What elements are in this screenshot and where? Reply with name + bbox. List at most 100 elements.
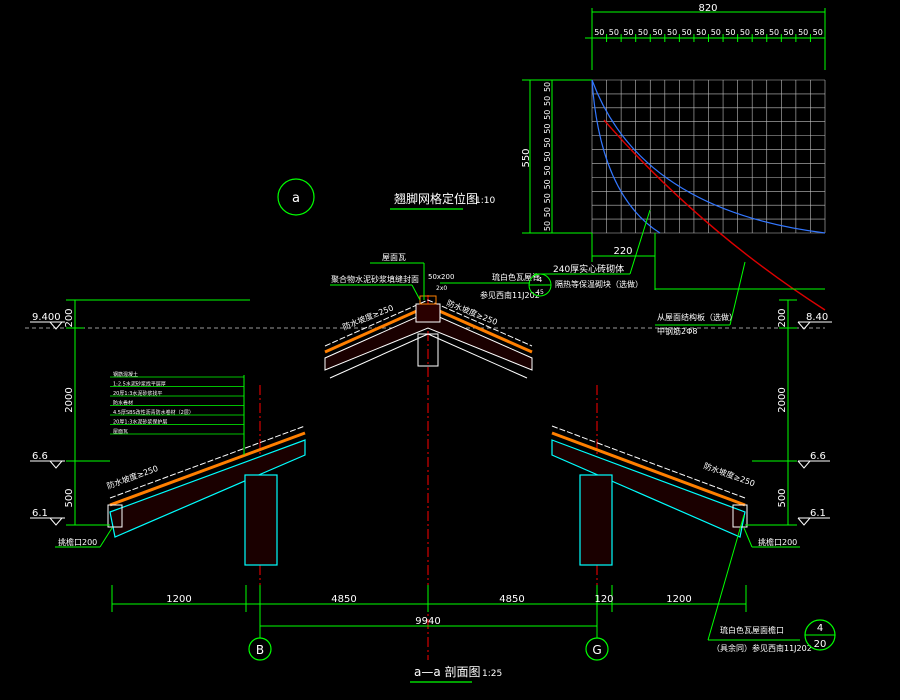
left-vdim-label-3: 500 <box>64 488 75 507</box>
hdim-label-1: 1200 <box>166 594 191 605</box>
left-elevations: 9.400 6.6 6.1 <box>30 312 65 526</box>
grid-col-label: 50 <box>784 28 794 37</box>
grid-col-label: 50 <box>623 28 633 37</box>
glaze-eave-leader-up <box>707 514 745 641</box>
left-elev-3-mark <box>49 517 63 526</box>
section-title-scale: 1:25 <box>482 669 502 679</box>
left-roof-slab <box>109 439 306 538</box>
grid-col-label: 50 <box>696 28 706 37</box>
right-roof-waterproof <box>551 431 746 507</box>
rebar-note-1: 从屋面结构板（选做） <box>657 312 737 322</box>
grid-row-label: 50 <box>543 110 552 120</box>
right-elevations: 8.40 6.6 6.1 <box>797 312 832 526</box>
grid-row-label: 50 <box>543 221 552 231</box>
ridge-detail-top: 4 <box>538 276 543 284</box>
right-elev-3-label: 6.1 <box>810 508 826 519</box>
right-lower-roof <box>551 425 748 566</box>
grid-plan-title: 翘脚网格定位图 <box>394 191 478 206</box>
brick-note-leader-up <box>629 209 651 275</box>
layer-legend-text: 钢筋混凝土 <box>113 371 138 378</box>
ridge-detail-bot: 45 <box>536 289 544 296</box>
axis-g-bubble <box>585 637 609 661</box>
eave-detail-top: 4 <box>817 623 823 634</box>
eave-ref-label: （具余同）参见西南11J202 <box>712 643 812 653</box>
left-elev-2-mark <box>49 460 63 469</box>
grid-col-label: 50 <box>711 28 721 37</box>
grid-row-label: 50 <box>543 151 552 161</box>
brick-note-2: 隔热等保温砌块（选做） <box>555 279 643 289</box>
ridge-ref-label: 参见西南11J202 <box>480 290 540 300</box>
ridge-dim-label: 2x0 <box>436 285 447 292</box>
grid-total-width-label: 820 <box>698 3 717 14</box>
grid-col-label: 50 <box>638 28 648 37</box>
hdim-label-2: 4850 <box>331 594 356 605</box>
axis-g-label: G <box>592 643 601 657</box>
section-title: a—a 剖面图 <box>414 665 481 679</box>
left-elev-3-label: 6.1 <box>32 508 48 519</box>
layer-legend-text: 屋面瓦 <box>113 429 128 435</box>
grid-plan-title-scale: 1:10 <box>475 196 495 206</box>
left-vertical-dims: 200 2000 500 <box>64 299 250 526</box>
grid-row-label: 50 <box>543 82 552 92</box>
grid-col-label: 50 <box>652 28 662 37</box>
layer-legend-text: 4.5厚SBS改性沥青防水卷材（2层） <box>113 409 194 416</box>
left-lower-roof <box>107 425 306 566</box>
right-elev-2-label: 6.6 <box>810 451 826 462</box>
axis-b-label: B <box>256 643 264 657</box>
section-drawing: 200 2000 500 9.400 6.6 6.1 200 2000 <box>25 209 836 683</box>
right-elev-1-label: 8.40 <box>806 312 828 323</box>
ridge-note-leader-drop <box>411 284 421 301</box>
glaze-ridge-label: 琉白色瓦屋脊 <box>492 272 540 282</box>
grid-bottom-label: 220 <box>613 246 632 257</box>
eave-detail-bot: 20 <box>814 639 827 650</box>
grid-plan-title-circle <box>277 178 315 216</box>
grid-plan-circle-label: a <box>292 191 300 206</box>
grid-col-label: 50 <box>740 28 750 37</box>
right-roof-slab <box>551 439 746 538</box>
ridge-note-label: 聚合物水泥砂浆填缝封面 <box>331 274 419 284</box>
ridge-soffit-right <box>427 333 528 379</box>
grid-lines <box>591 79 826 234</box>
ridge-soffit-left <box>329 333 429 379</box>
left-elev-1-label: 9.400 <box>32 312 61 323</box>
slope-right-low: 防水坡度≥250 <box>702 460 756 488</box>
grid-row-label: 50 <box>543 207 552 217</box>
grid-row-label: 50 <box>543 96 552 106</box>
grid-row-label: 50 <box>543 193 552 203</box>
layer-legend-text: 1:2.5水泥砂浆找平层厚 <box>113 381 166 388</box>
left-vdim-label-1: 200 <box>64 308 75 327</box>
grid-row-label: 50 <box>543 124 552 134</box>
left-elev-2-label: 6.6 <box>32 451 48 462</box>
layer-legend-text: 20厚1:3水泥砂浆保护层 <box>113 419 167 426</box>
grid-col-label: 50 <box>813 28 823 37</box>
hdim-label-5: 1200 <box>666 594 691 605</box>
grid-col-label: 50 <box>682 28 692 37</box>
layer-legend-text: 20厚1:3水泥砂浆找平 <box>113 390 162 397</box>
axis-b-bubble <box>248 637 272 661</box>
grid-row-label: 50 <box>543 137 552 147</box>
layer-legend-text: 防水卷材 <box>113 400 133 407</box>
eave-right-leader-up <box>743 527 753 548</box>
right-elev-1-mark <box>797 321 811 330</box>
left-elev-1-mark <box>49 321 63 330</box>
hdim-label-4: 120 <box>594 594 613 605</box>
grid-col-label: 50 <box>594 28 604 37</box>
brick-note-1: 240厚实心砖砌体 <box>553 263 624 275</box>
grid-row-label: 50 <box>543 165 552 175</box>
ridge-tile-layer <box>324 299 533 347</box>
left-vdim-label-2: 2000 <box>64 387 75 412</box>
ridge-cap <box>415 303 441 323</box>
right-roof-tiles <box>551 425 746 499</box>
hdim-label-3: 4850 <box>499 594 524 605</box>
rebar-note-2: 中钢筋2Φ8 <box>657 326 697 336</box>
rebar-note-leader-up <box>729 261 746 326</box>
grid-col-label: 50 <box>798 28 808 37</box>
eave-left-leader-up <box>99 527 113 548</box>
grid-total-height-label: 550 <box>521 148 532 167</box>
eave-right-label: 挑檐口200 <box>758 537 797 547</box>
